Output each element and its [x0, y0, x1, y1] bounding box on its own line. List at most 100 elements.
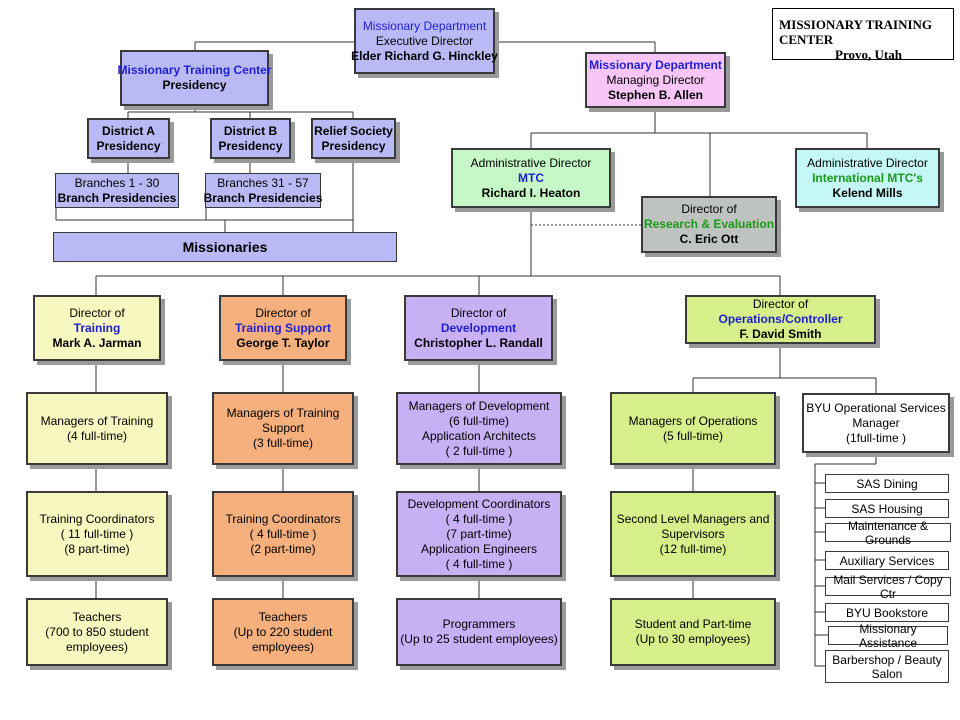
managing-title: Managing Director [606, 72, 705, 87]
exec-title: Executive Director [375, 33, 474, 48]
managing-dept: Missionary Department [589, 57, 722, 72]
col1-r2-line3: (8 part-time) [64, 541, 130, 556]
col3-r3-line1: Programmers [442, 617, 516, 631]
col4-r3-line1: Student and Part-time [634, 617, 752, 631]
branches-2-label: Branches 31 - 57 [217, 175, 309, 190]
relief-label: Relief Society [314, 123, 393, 138]
missionaries-box[interactable]: Missionaries [53, 232, 397, 262]
service-sas-housing[interactable]: SAS Housing [825, 499, 949, 518]
admin-director-intl-box[interactable]: Administrative Director International MT… [795, 148, 940, 208]
col1-r1-line2: (4 full-time) [66, 428, 127, 443]
service-barbershop-beauty[interactable]: Barbershop / Beauty Salon [825, 650, 949, 683]
branches-1-sub: Branch Presidencies [57, 190, 177, 205]
header-title: MISSIONARY TRAINING CENTER [779, 17, 933, 47]
col2-r2-line2: ( 4 full-time ) [249, 526, 317, 541]
byu-line1: BYU Operational Services [806, 400, 946, 415]
dir-ops-org: Operations/Controller [718, 312, 843, 326]
support-coordinators-box[interactable]: Training Coordinators ( 4 full-time ) (2… [212, 491, 354, 577]
branches-1-label: Branches 1 - 30 [74, 175, 160, 190]
service-sas-dining[interactable]: SAS Dining [825, 474, 949, 493]
dir-training-org: Training [73, 320, 121, 335]
research-title: Director of [681, 202, 737, 216]
managers-development-box[interactable]: Managers of Development (6 full-time) Ap… [396, 392, 562, 465]
branches-31-57-box[interactable]: Branches 31 - 57 Branch Presidencies [203, 173, 323, 208]
col3-r2-line3: (7 part-time) [446, 526, 512, 541]
col2-r3-line3: employees) [251, 639, 315, 654]
branches-2-sub: Branch Presidencies [203, 190, 323, 205]
col1-r3-line2: (700 to 850 student [45, 624, 149, 639]
col1-r3-line3: employees) [65, 639, 129, 654]
col3-r1-line4: ( 2 full-time ) [445, 443, 513, 458]
dir-support-org: Training Support [235, 320, 331, 335]
mtc-presidency-title: Missionary Training Center [117, 63, 272, 77]
development-coordinators-box[interactable]: Development Coordinators ( 4 full-time )… [396, 491, 562, 577]
admin-mtc-org: MTC [518, 170, 544, 185]
byu-line2: Manager [852, 415, 900, 430]
admin-intl-title: Administrative Director [807, 155, 928, 170]
branches-1-30-box[interactable]: Branches 1 - 30 Branch Presidencies [55, 173, 179, 208]
admin-intl-name: Kelend Mills [832, 185, 903, 200]
col3-r2-line1: Development Coordinators [407, 496, 551, 511]
col2-r1-line2: Support [261, 421, 305, 435]
exec-dept: Missionary Department [362, 18, 487, 33]
admin-intl-org: International MTC's [812, 170, 923, 185]
second-level-managers-box[interactable]: Second Level Managers and Supervisors (1… [610, 491, 776, 577]
dir-dev-title: Director of [450, 305, 507, 320]
managing-director-box[interactable]: Missionary Department Managing Director … [585, 52, 726, 108]
district-b-box[interactable]: District B Presidency [210, 118, 291, 159]
col1-r2-line2: ( 11 full-time ) [60, 526, 134, 541]
executive-director-box[interactable]: Missionary Department Executive Director… [351, 8, 498, 74]
col3-r2-line2: ( 4 full-time ) [445, 511, 513, 526]
district-b-sub: Presidency [218, 138, 283, 153]
research-org: Research & Evaluation [643, 217, 775, 231]
training-coordinators-box[interactable]: Training Coordinators ( 11 full-time ) (… [26, 491, 168, 577]
managers-training-support-box[interactable]: Managers of Training Support (3 full-tim… [212, 392, 354, 465]
district-b-label: District B [223, 123, 278, 138]
director-development-box[interactable]: Director of Development Christopher L. R… [404, 295, 553, 361]
district-a-box[interactable]: District A Presidency [87, 118, 170, 159]
service-missionary-assistance[interactable]: Missionary Assistance [828, 622, 948, 650]
teachers-training-box[interactable]: Teachers (700 to 850 student employees) [26, 598, 168, 666]
admin-director-mtc-box[interactable]: Administrative Director MTC Richard I. H… [451, 148, 611, 208]
exec-name: Elder Richard G. Hinckley [351, 48, 498, 63]
col4-r1-line1: Managers of Operations [628, 413, 758, 428]
col3-r1-line2: (6 full-time) [448, 413, 509, 428]
dir-dev-name: Christopher L. Randall [414, 335, 543, 350]
col3-r2-line5: ( 4 full-time ) [445, 556, 513, 571]
col4-r2-line1: Second Level Managers and [616, 511, 770, 526]
mtc-presidency-box[interactable]: Missionary Training Center Presidency [117, 50, 272, 106]
managers-training-box[interactable]: Managers of Training (4 full-time) [26, 392, 168, 465]
dir-ops-title: Director of [752, 297, 809, 311]
byu-operational-services-box[interactable]: BYU Operational Services Manager (1full-… [802, 393, 950, 453]
service-mail-copy[interactable]: Mail Services / Copy Ctr [825, 573, 951, 601]
col2-r1-line3: (3 full-time) [252, 436, 313, 450]
research-director-box[interactable]: Director of Research & Evaluation C. Eri… [641, 196, 777, 253]
dir-support-title: Director of [255, 305, 311, 320]
col2-r3-line2: (Up to 220 student [233, 624, 333, 639]
director-operations-box[interactable]: Director of Operations/Controller F. Dav… [685, 295, 876, 344]
service-bookstore[interactable]: BYU Bookstore [825, 603, 949, 622]
service-auxiliary[interactable]: Auxiliary Services [825, 551, 949, 570]
district-a-label: District A [102, 123, 155, 138]
col3-r1-line1: Managers of Development [408, 398, 550, 413]
relief-society-box[interactable]: Relief Society Presidency [311, 118, 396, 159]
programmers-box[interactable]: Programmers (Up to 25 student employees) [396, 598, 562, 666]
dir-training-name: Mark A. Jarman [52, 335, 142, 350]
dir-training-title: Director of [69, 305, 125, 320]
col4-r1-line2: (5 full-time) [662, 428, 723, 443]
admin-mtc-name: Richard I. Heaton [481, 185, 581, 200]
director-training-support-box[interactable]: Director of Training Support George T. T… [219, 295, 347, 361]
student-part-time-box[interactable]: Student and Part-time (Up to 30 employee… [610, 598, 776, 666]
dir-dev-org: Development [440, 320, 517, 335]
managers-operations-box[interactable]: Managers of Operations (5 full-time) [610, 392, 776, 465]
service-maintenance-grounds[interactable]: Maintenance & Grounds [825, 519, 951, 547]
col4-r2-line2: Supervisors [661, 526, 725, 541]
director-training-box[interactable]: Director of Training Mark A. Jarman [33, 295, 161, 361]
col2-r2-line1: Training Coordinators [225, 511, 341, 526]
teachers-support-box[interactable]: Teachers (Up to 220 student employees) [212, 598, 354, 666]
managing-name: Stephen B. Allen [608, 87, 703, 102]
col1-r1-line1: Managers of Training [40, 413, 154, 428]
byu-line3: (1full-time ) [845, 430, 906, 445]
col3-r2-line4: Application Engineers [420, 541, 538, 556]
